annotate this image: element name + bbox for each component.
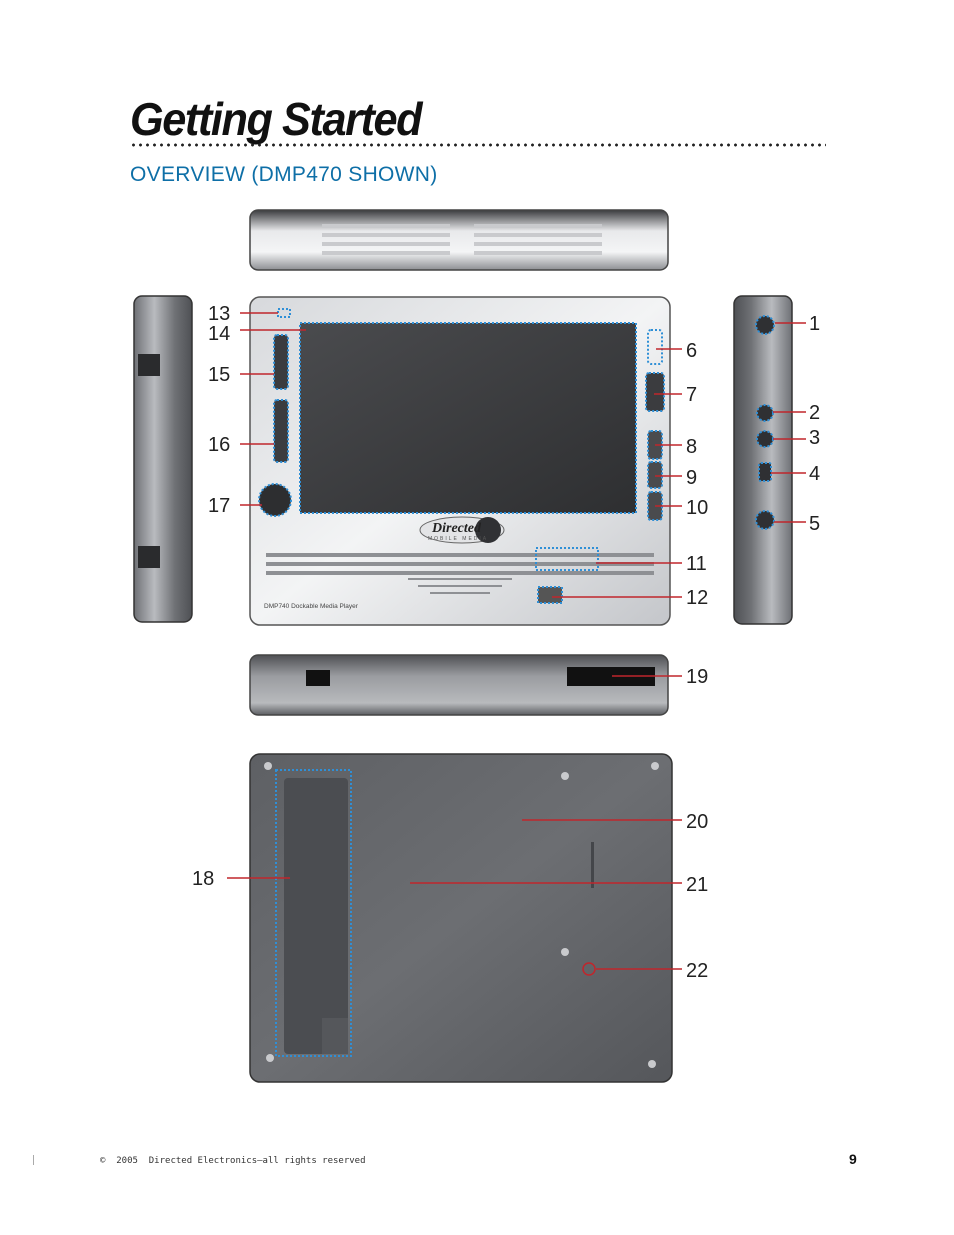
- callout-11: 11: [686, 553, 707, 575]
- callout-15: 15: [208, 364, 230, 386]
- screen-highlight: [299, 322, 637, 514]
- callout-12: 12: [686, 587, 708, 609]
- page-title: Getting Started: [130, 93, 423, 145]
- callout-3: 3: [809, 427, 820, 449]
- callout-16: 16: [208, 434, 230, 456]
- device-back-view: [249, 753, 673, 1083]
- callout-4: 4: [809, 463, 820, 485]
- model-label: DMP740 Dockable Media Player: [264, 603, 359, 610]
- callout-lines: [227, 312, 806, 976]
- device-left-side-view: [133, 295, 193, 623]
- callout-6: 6: [686, 340, 697, 362]
- callout-19: 19: [686, 666, 708, 688]
- device-bottom-view: [249, 654, 669, 716]
- callout-18: 18: [192, 868, 214, 890]
- page-number: 9: [849, 1151, 857, 1167]
- footer-copyright: © 2005 Directed Electronics—all rights r…: [100, 1156, 366, 1166]
- callout-2: 2: [809, 402, 820, 424]
- footer-margin-mark: [33, 1155, 34, 1165]
- callout-7: 7: [686, 384, 697, 406]
- callout-9: 9: [686, 467, 697, 489]
- device-front-view: Directed MOBILE MEDIA DMP740 Dockable Me…: [249, 296, 671, 626]
- callout-22: 22: [686, 960, 708, 982]
- callout-20: 20: [686, 811, 708, 833]
- callout-1: 1: [809, 313, 820, 335]
- callout-17: 17: [208, 495, 230, 517]
- title-dotted-rule: [130, 143, 826, 147]
- callout-14: 14: [208, 323, 230, 345]
- device-right-side-view: [733, 295, 793, 625]
- brand-logo: Directed: [431, 521, 482, 536]
- device-top-view: [249, 209, 669, 271]
- callout-5: 5: [809, 513, 820, 535]
- callout-8: 8: [686, 436, 697, 458]
- callout-10: 10: [686, 497, 708, 519]
- callout-21: 21: [686, 874, 708, 896]
- section-subtitle: OVERVIEW (DMP470 SHOWN): [130, 163, 438, 186]
- callout-13: 13: [208, 303, 230, 325]
- logo-subtext: MOBILE MEDIA: [428, 536, 488, 542]
- callout-numbers: 1 2 3 4 5 6 7 8 9 10 11 12 13 14 15 16 1…: [192, 303, 820, 982]
